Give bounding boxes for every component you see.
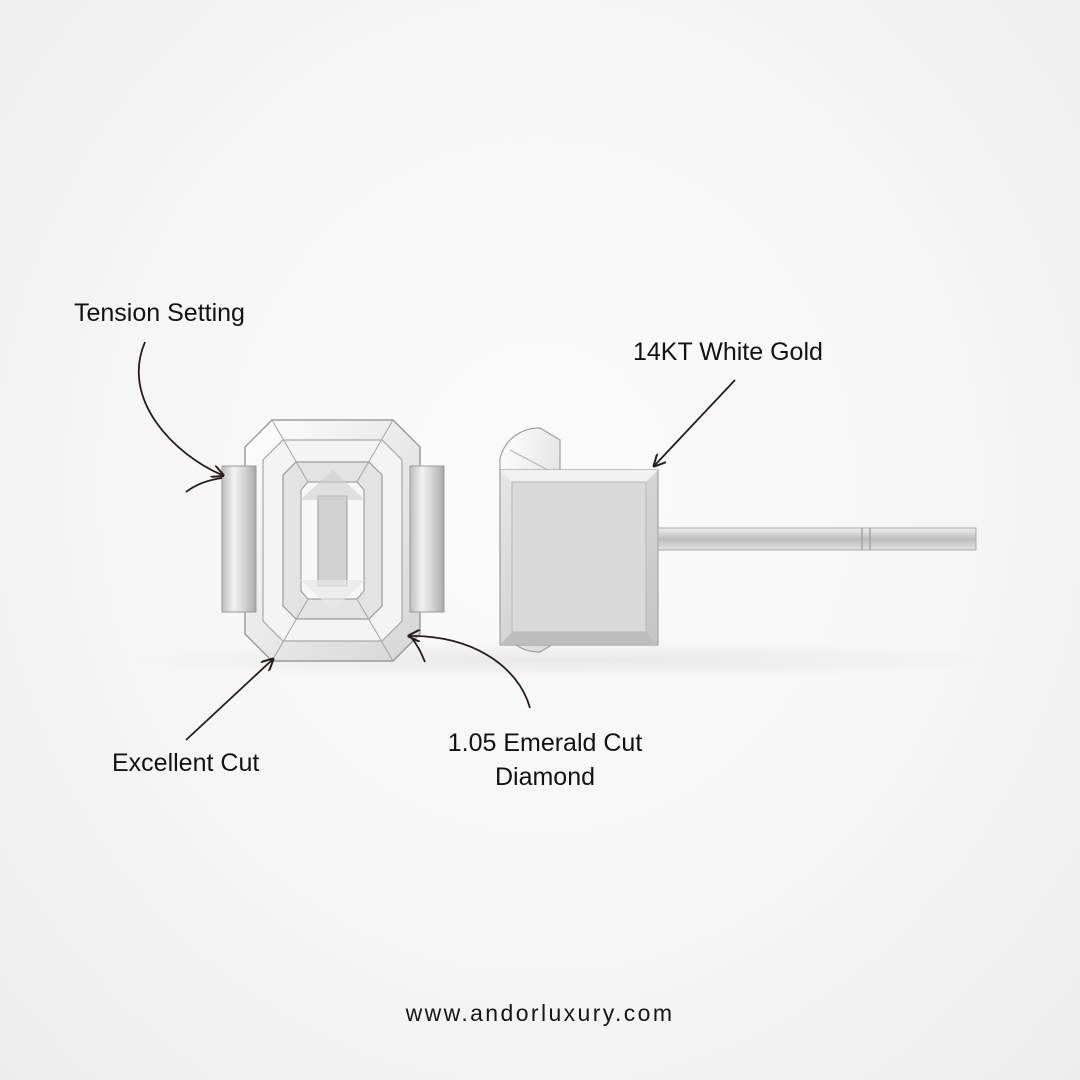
excellent-cut-arrow xyxy=(185,660,272,741)
tension-setting-arrow-2 xyxy=(185,477,223,493)
tension-setting-label: Tension Setting xyxy=(74,299,245,327)
tension-bar-right xyxy=(409,465,445,613)
emerald-cut-label-line2: Diamond xyxy=(494,763,596,791)
emerald-cut-arrow-2 xyxy=(409,635,426,663)
emerald-cut-label-line1: 1.05 Emerald Cut xyxy=(447,729,643,757)
white-gold-arrow xyxy=(655,379,736,465)
tension-setting-arrow xyxy=(138,341,222,475)
emerald-cut-label: 1.05 Emerald Cut Diamond xyxy=(420,726,670,794)
side-earring xyxy=(499,427,977,653)
white-gold-label: 14KT White Gold xyxy=(633,338,823,366)
tension-bar-left xyxy=(221,465,257,613)
excellent-cut-label: Excellent Cut xyxy=(112,749,260,777)
front-earring xyxy=(221,419,445,662)
emerald-cut-arrow xyxy=(410,636,531,709)
website-url: www.andorluxury.com xyxy=(405,1000,675,1026)
earring-post xyxy=(657,527,977,551)
